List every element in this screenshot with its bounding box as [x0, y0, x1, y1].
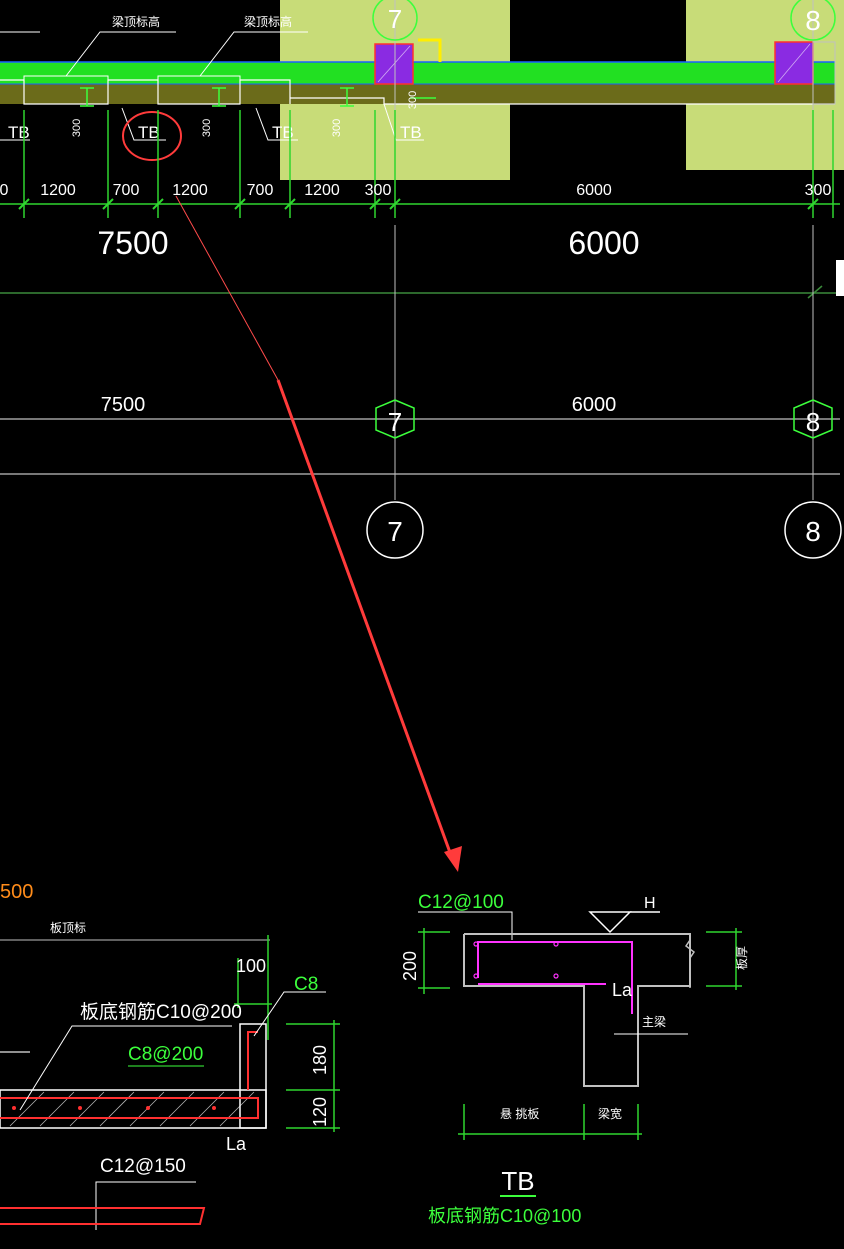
bar-c8-label: C8: [294, 974, 318, 995]
vdim-300-4: 300: [407, 91, 419, 109]
tb-outline: [0, 79, 835, 105]
seg-dim-1: 1200: [40, 182, 76, 199]
dim-100: 100: [236, 956, 266, 976]
tb-label-4: TB: [400, 123, 422, 142]
grid-hex-8-label: 8: [806, 407, 820, 437]
tb-section: [463, 933, 691, 1087]
highlight-circle: [122, 111, 182, 161]
yellow-mark: [418, 38, 442, 62]
grid-hex-8: [793, 399, 833, 439]
tb-top-rebar: C12@100: [418, 892, 504, 913]
grid-hex-7: [375, 399, 415, 439]
top-rebar-label: 板底钢筋C10@200: [80, 1001, 242, 1023]
mid-bay-dim-6000: 6000: [572, 394, 617, 416]
tb-detail: C12@100 H La 200 板厚 主梁: [400, 892, 749, 1226]
seg-dim-2: 700: [113, 182, 140, 199]
tb-dim-right: 梁宽: [598, 1106, 622, 1121]
rebar-bottom: [0, 1207, 206, 1225]
mid-bay-dim-7500: 7500: [101, 394, 146, 416]
grid-bubble-7-top-label: 7: [388, 4, 402, 34]
la-label-left: La: [226, 1134, 247, 1154]
tb-la-label: La: [612, 980, 633, 1000]
top-plan: 7 8 梁顶标高 梁顶标高 TB TB TB TB 300 300 300 30: [0, 0, 844, 261]
seg-dim-3: 1200: [172, 182, 208, 199]
column-7: [374, 43, 414, 85]
grid-hex-7-label: 7: [388, 407, 402, 437]
seg-dim-line: [0, 110, 840, 218]
level-mark-label: H: [644, 895, 656, 912]
bay-dim-7500: 7500: [97, 225, 168, 261]
section-marks: [80, 87, 436, 107]
grid-bubble-8-top: [790, 0, 836, 41]
beam-band: [0, 62, 835, 84]
vdim-300-2: 300: [201, 119, 213, 137]
left-detail: 500 板顶标 100 板底钢筋C10@200 C8@200 C8: [0, 881, 340, 1230]
top-label: 板顶标: [50, 921, 86, 935]
seg-dim-8: 300: [805, 182, 832, 199]
dim-180: 180: [310, 1045, 330, 1075]
axis-bubble-8-label: 8: [805, 516, 821, 547]
seg-dim-5: 1200: [304, 182, 340, 199]
tb-note: 板底钢筋C10@100: [428, 1206, 581, 1226]
seg-dim-6: 300: [365, 182, 392, 199]
tb-beam-label: 主梁: [642, 1014, 666, 1029]
rebar-red: [0, 1097, 259, 1119]
tb-dim-left: 悬 挑板: [500, 1107, 539, 1121]
bottom-rebar-label: C12@150: [100, 1156, 186, 1177]
axis-bubble-7: [366, 501, 424, 559]
leader-label-1: 梁顶标高: [112, 14, 160, 29]
tb-dim-200: 200: [400, 951, 420, 981]
tb-title: TB: [501, 1166, 534, 1196]
tb-label-3: TB: [272, 123, 294, 142]
seg-dim-7: 6000: [576, 182, 612, 199]
dim-120: 120: [310, 1097, 330, 1127]
slab-strip: [0, 82, 835, 104]
vdim-300-3: 300: [331, 119, 343, 137]
level-mark: [588, 911, 632, 934]
seg-dim-0: 0: [0, 182, 9, 199]
axis-bubble-7-label: 7: [387, 516, 403, 547]
corner-text: 500: [0, 881, 33, 903]
annotation-arrow: [175, 195, 462, 872]
tb-side-dim: 板厚: [735, 946, 749, 970]
mid-plan: 7500 6000 7 8 7 8: [0, 245, 844, 559]
leader-label-2: 梁顶标高: [244, 14, 292, 29]
tb-label-2: TB: [138, 123, 160, 142]
bay-dim-6000: 6000: [568, 225, 639, 261]
vdim-300-1: 300: [71, 119, 83, 137]
seg-dim-4: 700: [247, 182, 274, 199]
axis-bubble-8: [784, 501, 842, 559]
grid-bubble-8-top-label: 8: [805, 5, 821, 36]
tb-label-1: TB: [8, 123, 30, 142]
grid-bubble-7-top: [372, 0, 418, 41]
dist-bar-label: C8@200: [128, 1044, 203, 1065]
